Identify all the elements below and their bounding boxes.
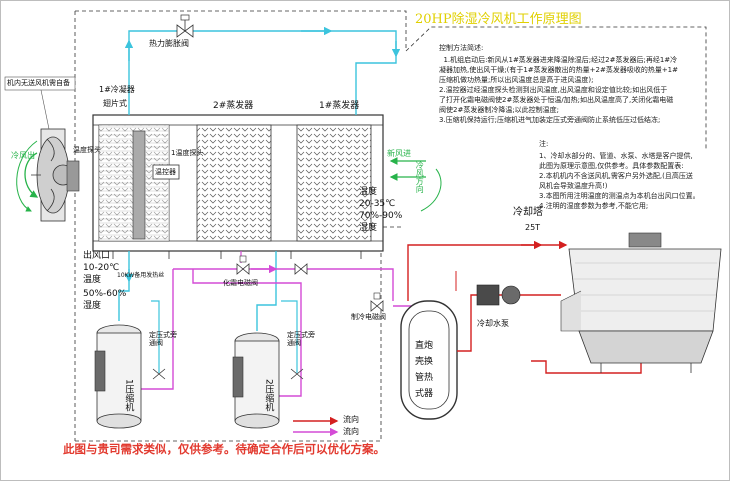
water-line-return: [457, 294, 561, 352]
fan-note-box: [4, 76, 76, 91]
outlet-humidity-label: 湿度: [83, 301, 102, 311]
control-line: 2.温控器过经温度探头检测到出风温度,出风温度和设定值比较;如出风低于: [439, 86, 668, 94]
temp-probe-label: 温度探头: [73, 146, 101, 154]
compressor-2-drawing: [232, 332, 280, 429]
cooling-pump-label: 冷却水泵: [477, 319, 509, 328]
control-line: 阀使2#蒸发器制冷降温;以此控制温度;: [439, 106, 560, 114]
exchanger-text-3: 管热: [415, 373, 434, 383]
footer-disclaimer: 此图与贵司需求类似，仅供参考。待确定合作后可以优化方案。: [63, 442, 385, 456]
fin-type-label: 翅片式: [103, 99, 127, 108]
inlet-humidity-range: 70%-90%: [359, 211, 403, 221]
note-line: 1、冷却水部分的、管道、水泵、水塔是客户提供,: [539, 152, 693, 160]
temp-controller-box: [152, 164, 180, 180]
compressor-2-label: 2压缩机: [263, 379, 274, 412]
control-panel-heading: 控制方法简述:: [439, 44, 484, 52]
fan-unit: [31, 128, 80, 222]
condenser-label: 1#冷凝器: [99, 85, 135, 94]
note-line: 2.本机机内不含送风机,需客户另外选配,(且高压送: [539, 172, 693, 180]
heating-wire-label: 10KW备用发热丝: [117, 272, 165, 279]
water-line-top: [407, 240, 568, 301]
control-line: 3.压缩机保持运行;压缩机进气加装定压式旁通阀防止系统低压过低结冻;: [439, 116, 661, 124]
temp-valve-symbol: [294, 263, 308, 275]
evaporator-2-coil: [196, 124, 272, 242]
evaporator-2-label: 2#蒸发器: [213, 101, 254, 111]
exchanger-text-4: 式器: [415, 389, 434, 399]
inlet-temp-label: 温度: [359, 187, 378, 197]
exchanger-text-2: 壳换: [415, 357, 434, 367]
defrost-valve-symbol: [236, 255, 250, 275]
bypass-valve-2-label: 定压式旁通阀: [287, 331, 315, 348]
heating-wire: [132, 130, 146, 240]
note-line: 4.注明的湿度参数为参考,不能它用;: [539, 202, 649, 210]
cooling-valve-label: 制冷电磁阀: [351, 313, 386, 321]
cooling-valve-symbol: [370, 292, 384, 312]
defrost-valve-label: 化霜电磁阀: [223, 279, 258, 287]
bypass-valve-1-label: 定压式旁通阀: [149, 331, 177, 348]
cooling-tower-label: 冷却塔: [513, 207, 543, 218]
compressor-1-drawing: [94, 324, 142, 429]
inlet-humidity-label: 湿度: [359, 223, 378, 233]
outlet-label: 出风口: [83, 251, 111, 261]
shell-tube-exchanger: [400, 300, 458, 420]
inlet-temp-range: 20-35℃: [359, 199, 396, 209]
fan-note: 机内无送风机需自备: [7, 79, 70, 87]
control-line: 凝器加热,使出风干燥;(有于1#蒸发器散出的热量+2#蒸发器吸收的热量+1#: [439, 66, 679, 74]
exchanger-text-1: 直炮: [415, 341, 434, 351]
evaporator-1-coil: [296, 124, 372, 242]
note-line: 3.本图所用注明温度的测温点为本机台出风口位置。: [539, 192, 700, 200]
outlet-temp-label: 温度: [83, 275, 102, 285]
diagram-title: 20HP除湿冷风机工作原理图: [415, 12, 582, 27]
cold-wind-direction-label: 冷风方向: [415, 161, 425, 193]
control-line: 压缩机做功热量;所以出风温度总是高于进风温度);: [439, 76, 594, 84]
temp-controller-label: 温控器: [155, 168, 176, 176]
control-line: 1.机组启动后:新风从1#蒸发器进来降温除湿后;经过2#蒸发器后;再经1#冷: [439, 56, 678, 64]
flow-legend-label-1: 流向: [343, 415, 359, 424]
cooling-tower-drawing: [560, 232, 722, 373]
fresh-air-in-label: 新风进: [387, 149, 411, 158]
compressor-1-label: 1压缩机: [123, 379, 134, 412]
expansion-valve-symbol: [176, 14, 194, 38]
notes-heading: 注:: [539, 140, 549, 148]
machine-outline-lower: [75, 227, 382, 442]
cold-wind-arrow: [24, 152, 39, 198]
note-line: 风机会导致温度升高!): [539, 182, 608, 190]
evaporator-1-label: 1#蒸发器: [319, 101, 360, 111]
temp-probe-2-label: 1温度探头: [171, 149, 204, 157]
flow-legend-label-2: 流向: [343, 427, 359, 436]
expansion-valve-label: 热力膨胀阀: [149, 39, 189, 48]
outlet-humidity-range: 50%-60%: [83, 289, 127, 299]
cold-wind-out-label: 冷风出: [11, 151, 35, 160]
refrigerant-line-comp1: [118, 251, 130, 321]
control-line: 了打开化霜电磁阀使2#蒸发器处于恒温/加热;如出风温度高了,关闭化霜电磁: [439, 96, 674, 104]
cooling-pump-drawing: [476, 284, 521, 306]
cooling-tower-model: 25T: [525, 223, 541, 232]
outlet-temp-range: 10-20℃: [83, 263, 120, 273]
note-line: 此图为原理示意图,仅供参考。具体参数配置表:: [539, 162, 684, 170]
